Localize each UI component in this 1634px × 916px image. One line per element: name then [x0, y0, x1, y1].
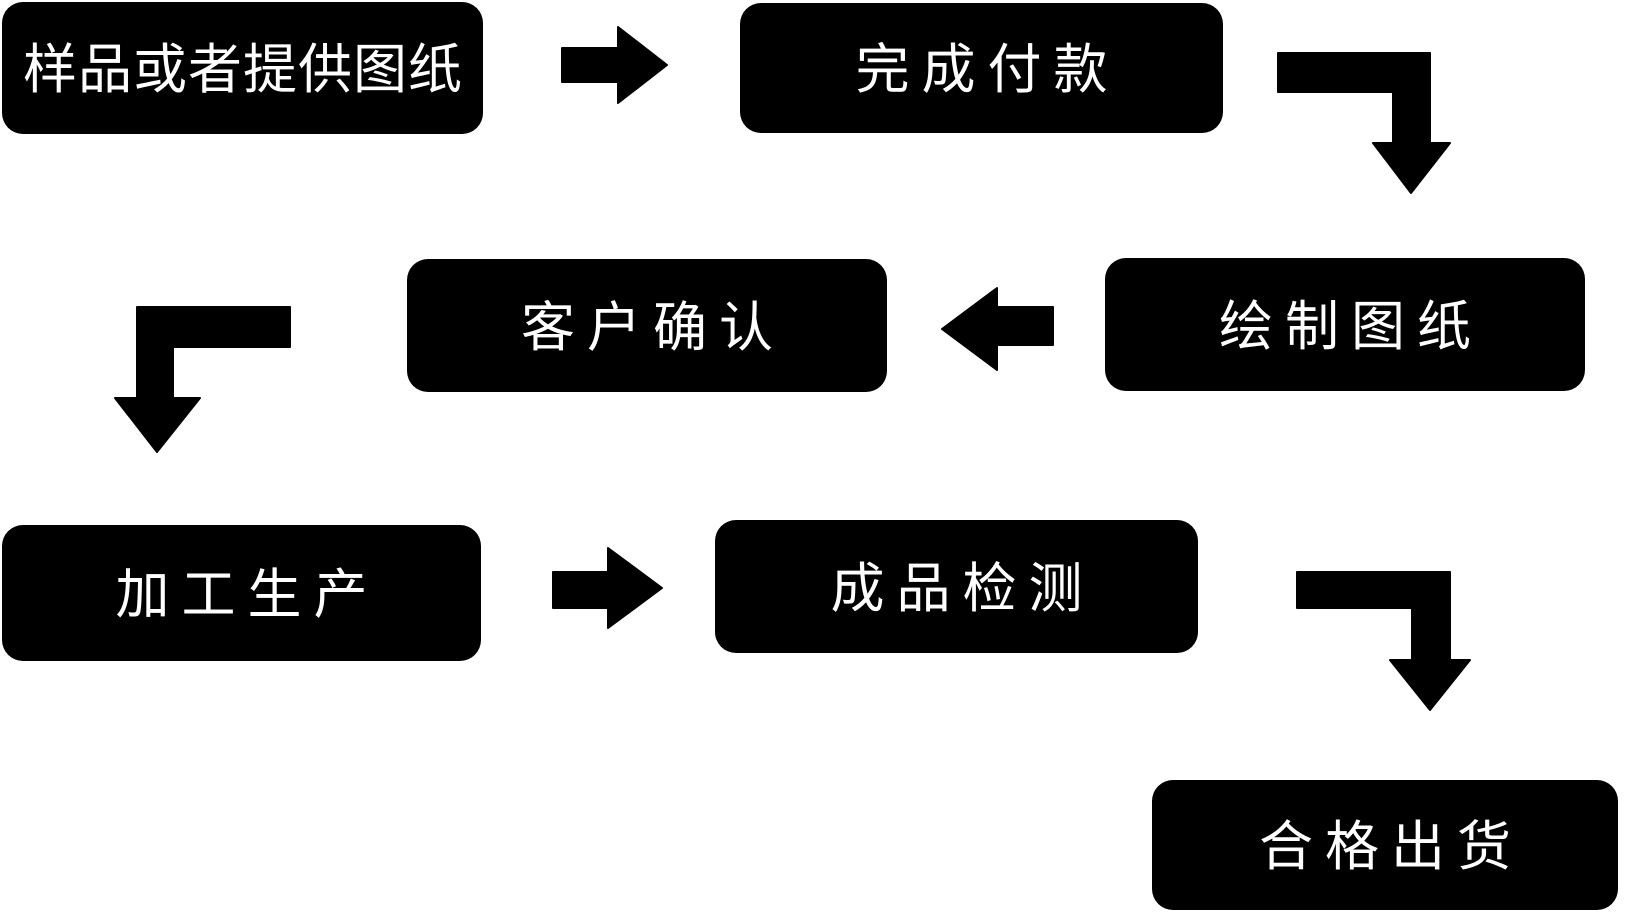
- arrow-bend-right-down-icon: [1277, 52, 1451, 194]
- arrow-bend-right-down-icon: [1296, 571, 1471, 711]
- arrow-right-icon: [561, 26, 668, 104]
- flow-node-production: 加工生产: [2, 525, 481, 661]
- node-label: 客户确认: [521, 297, 785, 358]
- node-label: 样品或者提供图纸: [23, 40, 463, 100]
- arrow-bend-left-down-icon: [114, 306, 291, 453]
- node-label: 完成付款: [855, 40, 1120, 100]
- node-label: 合格出货: [1259, 817, 1523, 877]
- arrow-left-icon: [941, 287, 1054, 371]
- flow-node-inspection: 成品检测: [715, 520, 1198, 653]
- flow-node-customer-confirm: 客户确认: [407, 259, 887, 392]
- arrow-right-icon: [552, 547, 663, 629]
- flow-node-shipment: 合格出货: [1152, 780, 1618, 910]
- flow-node-sample-or-drawings: 样品或者提供图纸: [2, 2, 483, 134]
- node-label: 成品检测: [830, 558, 1095, 619]
- node-label: 绘制图纸: [1219, 296, 1483, 357]
- flow-node-payment: 完成付款: [740, 3, 1223, 133]
- flow-node-draw-drawings: 绘制图纸: [1105, 258, 1585, 391]
- node-label: 加工生产: [115, 565, 380, 625]
